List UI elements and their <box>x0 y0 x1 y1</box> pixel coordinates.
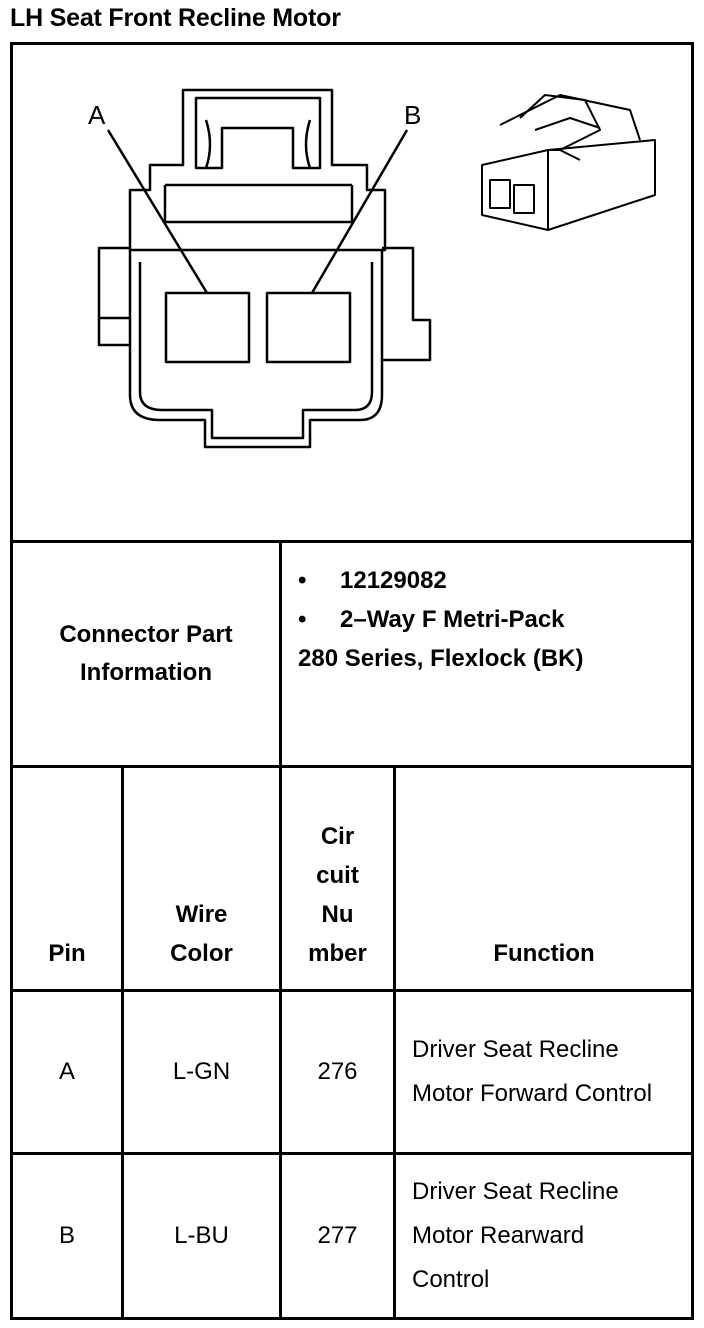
cell-wire-color: L-BU <box>174 1222 229 1249</box>
connector-info-item: • 2–Way F Metri-Pack <box>298 600 692 639</box>
callout-b: B <box>404 100 422 130</box>
cell-circuit: 276 <box>317 1058 358 1085</box>
header-function: Function <box>493 940 595 967</box>
connector-info-list: • 12129082 • 2–Way F Metri-Pack 280 Seri… <box>282 543 692 765</box>
connector-info-label: Connector Part Information <box>13 543 279 765</box>
page-title: LH Seat Front Recline Motor <box>10 4 341 32</box>
cell-wire-color: L-GN <box>172 1058 231 1085</box>
connector-series: 280 Series, Flexlock (BK) <box>298 645 584 672</box>
bullet-icon: • <box>298 567 307 594</box>
divider-col-2b <box>279 990 282 1320</box>
connector-type: 2–Way F Metri-Pack <box>340 606 565 633</box>
header-pin: Pin <box>48 940 86 967</box>
header-wire-color-text: Wire Color <box>170 901 233 967</box>
cell-pin: A <box>58 1058 75 1085</box>
cell-circuit: 277 <box>317 1222 358 1249</box>
header-circuit-number-text: Cir cuit Nu mber <box>308 823 367 967</box>
connector-face-diagram <box>97 88 656 449</box>
cell-function-text: Driver Seat Recline Motor Forward Contro… <box>412 1036 653 1107</box>
divider-info <box>10 765 694 768</box>
bullet-icon: • <box>298 606 307 633</box>
cell-pin: B <box>58 1222 75 1249</box>
divider-diagram <box>10 540 694 543</box>
connector-info-item: • 12129082 <box>298 561 692 600</box>
divider-row <box>10 1152 694 1155</box>
connector-info-label-text: Connector Part Information <box>59 621 233 686</box>
header-wire-color: Wire Color <box>124 768 279 989</box>
cell-function-text: Driver Seat Recline Motor Rearward Contr… <box>412 1178 619 1293</box>
cell-function: Driver Seat Recline Motor Rearward Contr… <box>396 1155 692 1317</box>
divider-col-3 <box>393 765 396 1320</box>
callout-a: A <box>88 100 106 130</box>
divider-header <box>10 989 694 992</box>
part-number: 12129082 <box>340 567 447 594</box>
divider-col-1 <box>121 765 124 1320</box>
divider-col-2 <box>279 540 282 990</box>
cell-function: Driver Seat Recline Motor Forward Contro… <box>396 992 692 1152</box>
connector-table-frame <box>10 42 694 1320</box>
header-circuit-number: Cir cuit Nu mber <box>282 768 393 989</box>
